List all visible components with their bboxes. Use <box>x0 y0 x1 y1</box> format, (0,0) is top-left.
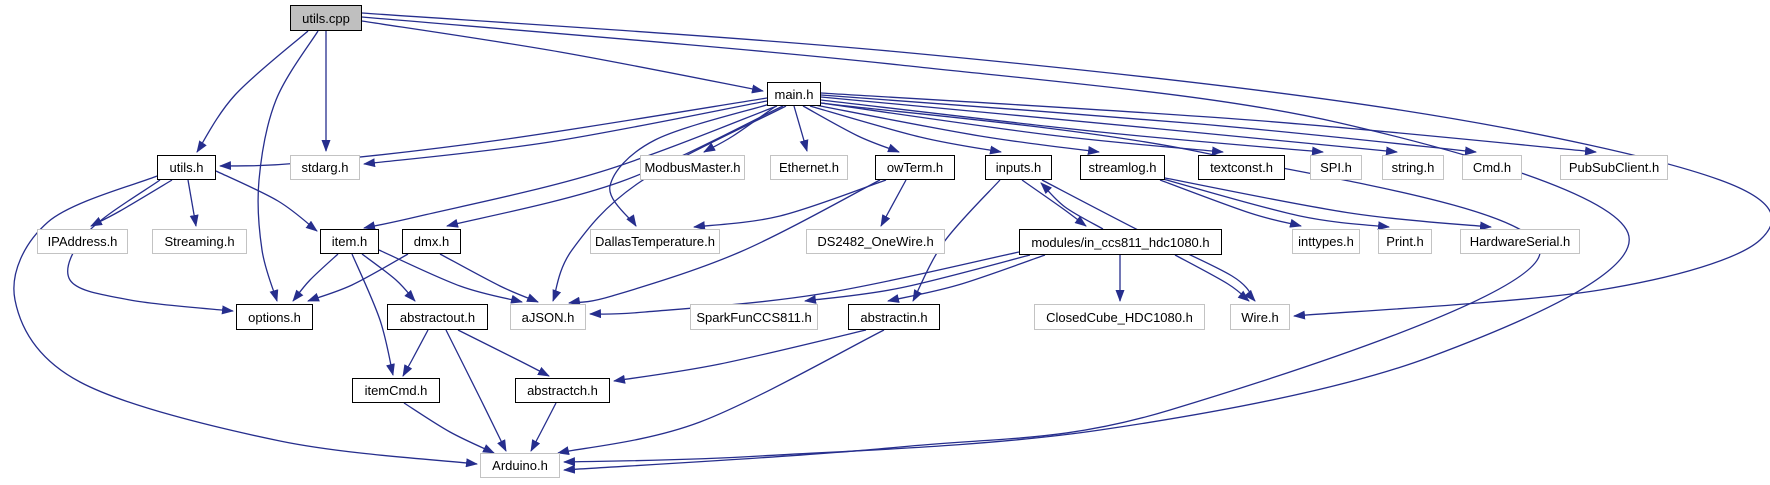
edge-utils_cpp-to-Wire_h <box>361 12 1770 320</box>
node-dmx_h[interactable]: dmx.h <box>402 229 461 254</box>
edge-owTerm_h-to-aJSON_h <box>568 179 881 306</box>
node-SparkFunCCS811_h: SparkFunCCS811.h <box>690 304 818 330</box>
node-SPI_h: SPI.h <box>1310 155 1362 180</box>
edge-abstractout_h-to-abstractch_h <box>457 329 550 377</box>
edge-utils_cpp-to-main_h <box>361 20 764 94</box>
edge-modules_in_ccs811_hdc1080_h-to-SparkFunCCS811_h <box>804 254 1031 304</box>
edge-modules_in_ccs811_hdc1080_h-to-Wire_h <box>1174 254 1250 302</box>
node-textconst_h[interactable]: textconst.h <box>1198 155 1285 180</box>
edge-owTerm_h-to-DallasTemperature_h <box>693 179 887 231</box>
edge-abstractin_h-to-Arduino_h <box>557 329 885 456</box>
edge-streamlog_h-to-inttypes_h <box>1159 179 1302 228</box>
edge-main_h-to-owTerm_h <box>802 105 900 153</box>
node-Cmd_h: Cmd.h <box>1462 155 1522 180</box>
edge-main_h-to-textconst_h <box>820 102 1224 156</box>
node-Streaming_h: Streaming.h <box>152 229 247 254</box>
edge-utils_h-to-item_h <box>215 170 318 232</box>
edge-utils_cpp-to-utils_h <box>196 30 309 153</box>
edge-main_h-to-aJSON_h <box>552 105 787 302</box>
node-DS2482_OneWire_h: DS2482_OneWire.h <box>806 229 945 254</box>
edge-item_h-to-aJSON_h <box>378 249 523 304</box>
node-inputs_h[interactable]: inputs.h <box>985 155 1052 180</box>
edge-main_h-to-item_h <box>363 105 778 231</box>
node-itemCmd_h[interactable]: itemCmd.h <box>352 378 440 403</box>
edge-main_h-to-PubSubClient_h <box>820 92 1597 156</box>
edge-modules_in_ccs811_hdc1080_h-to-aJSON_h <box>589 251 1020 319</box>
edge-utils_h-to-options_h <box>67 179 234 315</box>
edge-main_h-to-streamlog_h <box>814 104 1100 155</box>
node-ModbusMaster_h: ModbusMaster.h <box>640 155 745 180</box>
edge-main_h-to-SPI_h <box>820 99 1324 156</box>
node-Arduino_h: Arduino.h <box>480 453 560 478</box>
edge-utils_cpp-to-options_h <box>257 30 319 302</box>
edge-main_h-to-string_h <box>820 96 1398 156</box>
node-Ethernet_h: Ethernet.h <box>770 155 848 180</box>
edge-main_h-to-utils_h <box>219 97 768 171</box>
node-streamlog_h[interactable]: streamlog.h <box>1080 155 1165 180</box>
edge-itemCmd_h-to-Arduino_h <box>403 402 495 454</box>
node-stdarg_h: stdarg.h <box>290 155 360 180</box>
edge-abstractin_h-to-abstractch_h <box>613 329 867 384</box>
node-abstractch_h[interactable]: abstractch.h <box>515 378 610 403</box>
edge-owTerm_h-to-DS2482_OneWire_h <box>880 179 907 227</box>
edge-main_h-to-DallasTemperature_h <box>609 103 771 227</box>
edge-inputs_h-to-modules_in_ccs811_hdc1080_h <box>1021 179 1087 227</box>
edge-main_h-to-dmx_h <box>446 105 784 228</box>
node-Print_h: Print.h <box>1378 229 1432 254</box>
node-owTerm_h[interactable]: owTerm.h <box>875 155 955 180</box>
edge-dmx_h-to-options_h <box>307 253 409 302</box>
node-item_h[interactable]: item.h <box>320 229 379 254</box>
node-Wire_h: Wire.h <box>1230 304 1290 330</box>
node-abstractout_h[interactable]: abstractout.h <box>387 304 488 330</box>
edge-utils_h-to-Arduino_h <box>13 175 478 468</box>
edge-streamlog_h-to-Print_h <box>1162 178 1390 231</box>
edge-item_h-to-abstractout_h <box>361 253 416 302</box>
edge-main_h-to-Ethernet_h <box>793 105 809 152</box>
edge-abstractout_h-to-Arduino_h <box>445 329 507 452</box>
node-IPAddress_h: IPAddress.h <box>37 229 128 254</box>
edge-abstractout_h-to-itemCmd_h <box>402 329 429 377</box>
edge-modules_in_ccs811_hdc1080_h-to-abstractin_h <box>887 254 1046 303</box>
edge-dmx_h-to-aJSON_h <box>439 253 539 303</box>
node-abstractin_h[interactable]: abstractin.h <box>848 304 940 330</box>
edge-main_h-to-stdarg_h <box>363 100 768 168</box>
node-modules_in_ccs811_hdc1080_h[interactable]: modules/in_ccs811_hdc1080.h <box>1019 229 1222 255</box>
node-inttypes_h: inttypes.h <box>1292 229 1360 254</box>
edge-main_h-to-Cmd_h <box>820 94 1477 156</box>
edge-modules_in_ccs811_hdc1080_h-to-inputs_h <box>1040 182 1104 230</box>
edge-main_h-to-inputs_h <box>809 105 1002 155</box>
edge-streamlog_h-to-HardwareSerial_h <box>1164 177 1492 231</box>
node-utils_cpp: utils.cpp <box>290 5 362 31</box>
edge-main_h-to-Arduino_h <box>563 102 1541 474</box>
edge-abstractch_h-to-Arduino_h <box>530 402 557 452</box>
node-utils_h[interactable]: utils.h <box>157 155 216 180</box>
node-aJSON_h: aJSON.h <box>510 304 586 330</box>
node-string_h: string.h <box>1382 155 1444 180</box>
edge-item_h-to-options_h <box>292 253 339 302</box>
node-options_h[interactable]: options.h <box>236 304 313 330</box>
edge-utils_h-to-Streaming_h <box>187 179 199 227</box>
edge-main_h-to-ModbusMaster_h <box>703 105 777 153</box>
node-DallasTemperature_h: DallasTemperature.h <box>590 229 720 254</box>
node-PubSubClient_h: PubSubClient.h <box>1560 155 1668 180</box>
node-ClosedCube_HDC1080_h: ClosedCube_HDC1080.h <box>1034 304 1205 330</box>
edge-item_h-to-itemCmd_h <box>351 253 395 376</box>
node-HardwareSerial_h: HardwareSerial.h <box>1460 229 1580 254</box>
node-main_h[interactable]: main.h <box>767 82 821 106</box>
